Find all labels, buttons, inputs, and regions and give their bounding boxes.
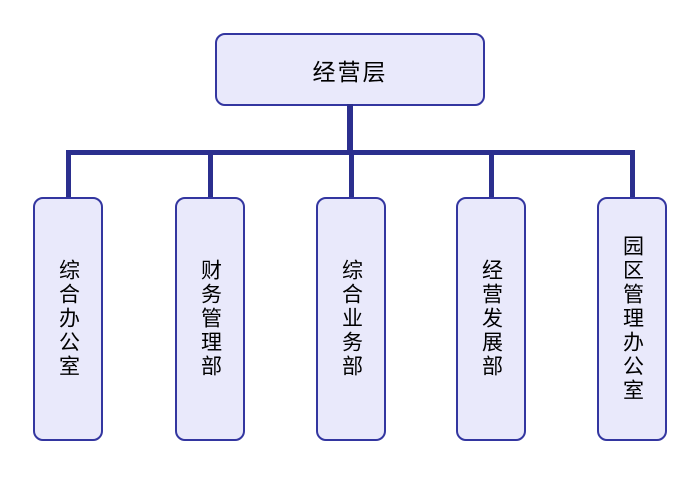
org-node-label: 综合业务部 (339, 259, 363, 379)
connector-drop-3 (489, 150, 494, 197)
org-node-root-label: 经营层 (312, 58, 388, 85)
org-node-label: 园区管理办公室 (620, 235, 644, 403)
org-node-park-management-office: 园区管理办公室 (597, 197, 667, 441)
org-node-label: 综合办公室 (56, 259, 80, 379)
org-node-business-dept: 综合业务部 (316, 197, 386, 441)
org-node-label: 经营发展部 (479, 259, 503, 379)
connector-root-stem (347, 104, 353, 150)
connector-drop-1 (208, 150, 213, 197)
org-node-general-office: 综合办公室 (33, 197, 103, 441)
org-node-finance-dept: 财务管理部 (175, 197, 245, 441)
connector-drop-2 (349, 150, 354, 197)
org-node-label: 财务管理部 (198, 259, 222, 379)
org-node-development-dept: 经营发展部 (456, 197, 526, 441)
connector-drop-0 (66, 150, 71, 197)
connector-drop-4 (630, 150, 635, 197)
org-node-root: 经营层 (215, 33, 485, 106)
